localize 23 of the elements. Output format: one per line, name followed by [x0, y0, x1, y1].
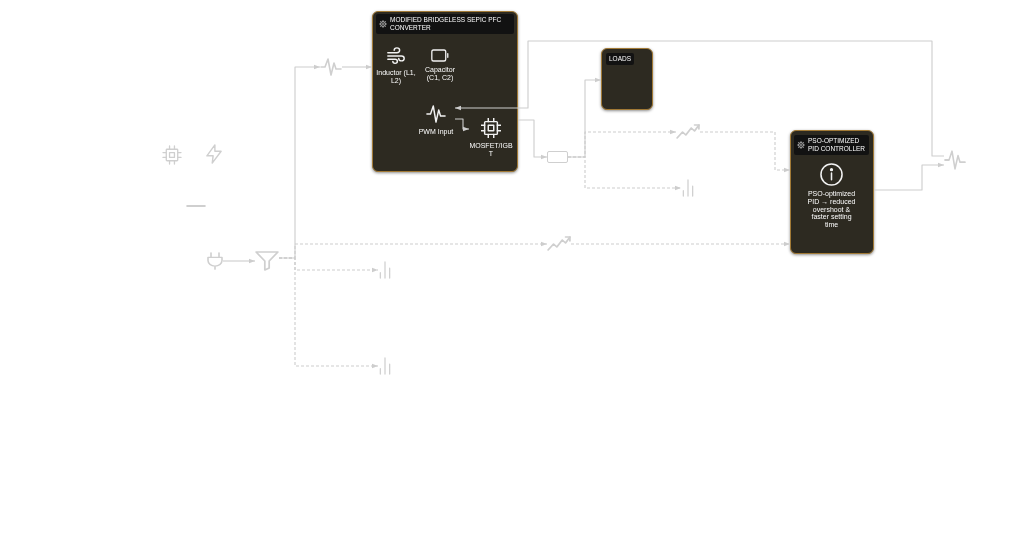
connector-arrow — [517, 119, 548, 160]
plug-icon — [207, 252, 223, 270]
connector-arrow — [278, 257, 379, 369]
trend-arrow-icon — [676, 124, 700, 140]
bar-chart-icon — [378, 261, 392, 279]
connector-arrow — [567, 156, 682, 191]
bar-chart-icon — [681, 179, 695, 197]
connector-arrow — [454, 40, 945, 157]
controller-panel — [790, 130, 874, 254]
converter-panel — [372, 11, 518, 172]
waveform-icon — [320, 57, 342, 77]
connector-arrow — [454, 118, 470, 132]
funnel-icon — [255, 251, 279, 271]
bar-chart-icon — [378, 357, 392, 375]
loads-panel — [601, 48, 653, 110]
connector-arrow — [570, 241, 791, 247]
connector-arrow — [341, 64, 373, 70]
rectangle-icon — [547, 151, 568, 163]
trend-arrow-icon — [547, 236, 571, 252]
waveform-icon — [944, 149, 966, 171]
connector-arrow — [222, 258, 256, 264]
connector-arrow — [873, 162, 945, 191]
connector-arrow — [699, 131, 791, 173]
